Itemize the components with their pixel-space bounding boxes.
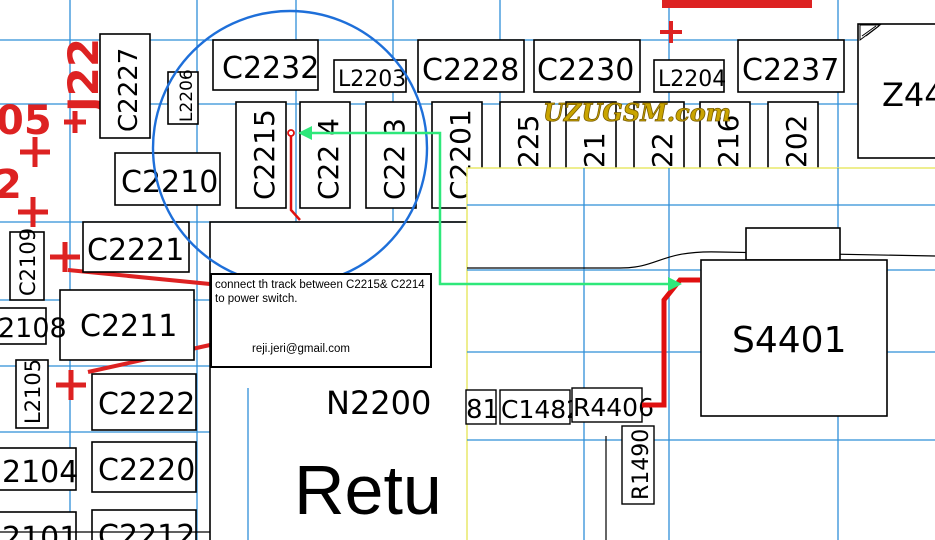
arrowhead-right-icon (668, 277, 682, 291)
label-l2204: L2204 (658, 67, 726, 92)
z44-corner-mark (859, 24, 882, 41)
comp-l2108 (0, 307, 47, 345)
label-s4401: S4401 (732, 320, 846, 361)
label-c2230: C2230 (537, 53, 634, 88)
comp-r4406 (571, 387, 643, 423)
comp-r81 (465, 389, 497, 425)
comp-c2109 (9, 231, 45, 301)
label-05: 05 (0, 98, 52, 144)
watermark-uzugsm: UZUGSM.com (543, 98, 731, 127)
comp-l2206 (167, 71, 199, 125)
comp-r1490 (621, 425, 655, 505)
label-c22: 22 (646, 132, 679, 168)
comp-c2227 (99, 33, 151, 139)
label-c2211: C2211 (80, 309, 177, 344)
label-retu: Retu (294, 451, 442, 529)
comp-c2228 (417, 39, 525, 93)
label-c2213: C22 3 (378, 118, 411, 200)
label-c202: 202 (780, 115, 813, 168)
label-c2220: C2220 (98, 453, 195, 488)
comp-c2210 (114, 152, 221, 206)
comp-c2230 (533, 39, 641, 93)
inset-panel: S4401 81 C1482 R4406 R1490 (465, 167, 935, 540)
label-c2228: C2228 (422, 53, 519, 88)
label-c2210: C2210 (121, 165, 218, 200)
red-fragment-top (662, 0, 812, 8)
label-c225: 225 (512, 115, 545, 168)
label-n2200: N2200 (326, 384, 431, 422)
label-z44: Z44 (882, 76, 935, 114)
author-email: reji.jeri@gmail.com (252, 343, 350, 355)
plus-marker (20, 137, 50, 167)
label-c2109: C2109 (16, 228, 40, 296)
plus-marker-top (660, 21, 682, 43)
comp-c2215 (235, 101, 287, 209)
label-c2227: C2227 (114, 48, 144, 132)
comp-c2232 (212, 39, 319, 91)
red-track-s4401 (642, 277, 700, 408)
comp-c2221 (82, 221, 190, 273)
label-l2105: L2105 (21, 359, 45, 424)
label-c2237: C2237 (742, 53, 839, 88)
label-r4406: R4406 (573, 393, 654, 422)
label-r81: 81 (466, 395, 499, 425)
switch-s4401 (700, 259, 888, 417)
comp-c2212 (91, 509, 197, 540)
red-track-c2215 (289, 134, 301, 221)
plus-marker (50, 242, 80, 272)
label-c2221: C2221 (87, 233, 184, 268)
label-r1490: R1490 (629, 429, 654, 500)
comp-c2211 (59, 289, 195, 361)
comp-l2105 (15, 359, 49, 429)
label-c2101: 2101 (2, 521, 78, 540)
label-c21: 21 (578, 132, 611, 168)
label-c2214: C22 4 (312, 118, 345, 200)
label-l2206: L2206 (177, 69, 197, 122)
label-c2232: C2232 (222, 51, 319, 86)
instruction-note-box: connect th track between C2215& C2214 to… (210, 273, 432, 368)
plus-marker (64, 111, 86, 133)
label-2: 2 (0, 162, 22, 208)
track-start-dot (287, 129, 295, 137)
comp-z44 (857, 23, 935, 159)
comp-c2220 (91, 441, 197, 493)
comp-c2104 (0, 447, 77, 491)
comp-c2213 (365, 101, 417, 209)
comp-c1482 (499, 389, 571, 425)
comp-c2101 (0, 511, 77, 540)
plus-markers (18, 111, 86, 400)
comp-c2214 (299, 101, 351, 209)
label-c2222: C2222 (98, 387, 195, 422)
comp-c2222 (91, 373, 197, 431)
instruction-text: connect th track between C2215& C2214 to… (215, 279, 425, 305)
comp-l2204 (653, 59, 725, 93)
label-c2215: C2215 (248, 109, 281, 200)
green-connector-arrow (298, 126, 682, 291)
label-c2104: 2104 (2, 455, 78, 490)
comp-c2237 (737, 39, 845, 93)
label-c2212: C2212 (98, 519, 195, 540)
label-c1482: C1482 (501, 395, 582, 424)
board-edge-contour (467, 251, 935, 269)
plus-marker (18, 197, 48, 227)
plus-marker (56, 370, 86, 400)
label-c216: 216 (712, 115, 745, 168)
label-l2203: L2203 (338, 67, 406, 92)
switch-s4401-tab (745, 227, 841, 261)
label-l2108: 2108 (0, 313, 67, 344)
arrowhead-left-icon (298, 126, 312, 140)
